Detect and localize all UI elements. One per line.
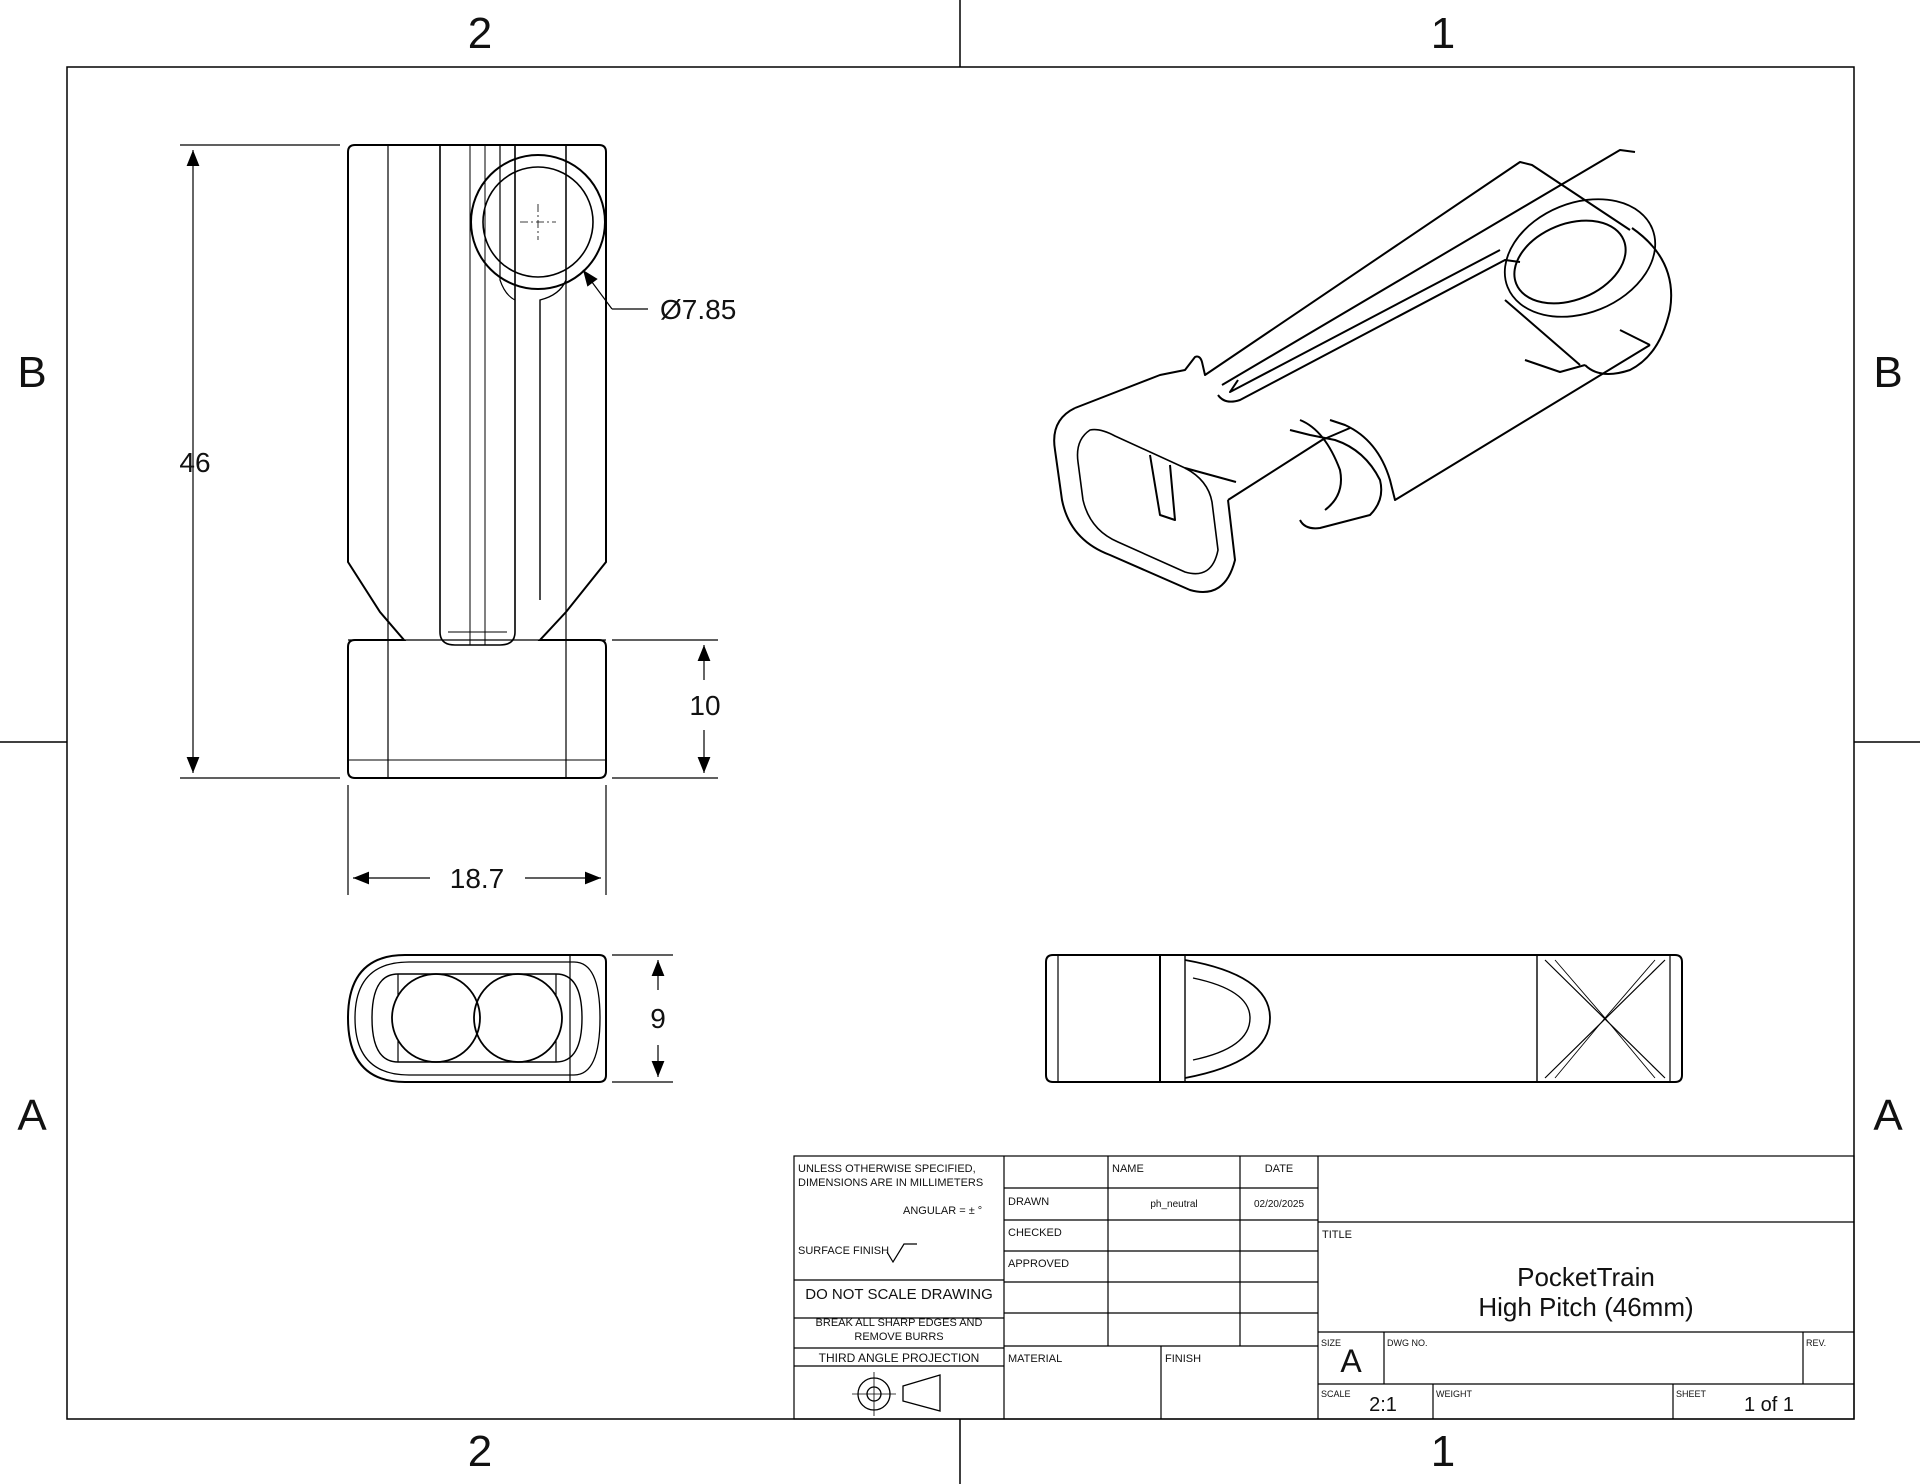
dimension-lower-height: 10 (689, 690, 720, 721)
angular-tolerance: ANGULAR = ± ° (903, 1205, 982, 1217)
zone-label-bottom-1: 1 (1431, 1427, 1455, 1476)
dimension-height: 46 (179, 447, 210, 478)
size-label: SIZE (1321, 1338, 1341, 1348)
zone-label-bottom-2: 2 (468, 1427, 492, 1476)
break-edges-note-line2: REMOVE BURRS (854, 1331, 943, 1343)
dimension-depth: 9 (650, 1003, 666, 1034)
side-view (1045, 954, 1683, 1083)
surface-finish-icon (886, 1243, 917, 1264)
end-view-dimensions (612, 954, 673, 1083)
end-view (346, 954, 607, 1083)
weight-label: WEIGHT (1436, 1389, 1472, 1399)
zone-label-left-a: A (17, 1091, 47, 1140)
material-label: MATERIAL (1008, 1353, 1062, 1365)
finish-label: FINISH (1165, 1353, 1201, 1365)
dimension-width: 18.7 (450, 863, 505, 894)
column-date-header: DATE (1265, 1163, 1294, 1175)
zone-label-left-b: B (17, 348, 46, 397)
break-edges-note-line1: BREAK ALL SHARP EDGES AND (816, 1317, 983, 1329)
zone-label-top-2: 2 (468, 9, 492, 58)
tolerance-note-line1: UNLESS OTHERWISE SPECIFIED, (798, 1163, 976, 1175)
drawn-date: 02/20/2025 (1254, 1199, 1304, 1210)
rev-label: REV. (1806, 1338, 1826, 1348)
row-checked-label: CHECKED (1008, 1227, 1062, 1239)
zone-label-right-a: A (1873, 1091, 1903, 1140)
title-block (793, 1155, 1855, 1420)
isometric-view (1053, 149, 1673, 593)
front-view-dimensions (180, 144, 718, 895)
front-view (347, 144, 607, 779)
row-drawn-label: DRAWN (1008, 1196, 1049, 1208)
drawing-title-line2: High Pitch (46mm) (1478, 1292, 1693, 1322)
sheet-value: 1 of 1 (1744, 1394, 1794, 1416)
row-approved-label: APPROVED (1008, 1258, 1069, 1270)
dimension-hole-diameter: Ø7.85 (660, 294, 736, 325)
surface-finish-label: SURFACE FINISH (798, 1245, 889, 1257)
drawing-title-line1: PocketTrain (1517, 1262, 1655, 1292)
scale-value: 2:1 (1369, 1394, 1397, 1416)
do-not-scale-note: DO NOT SCALE DRAWING (805, 1286, 993, 1303)
size-value: A (1340, 1343, 1362, 1379)
third-angle-projection-icon (852, 1372, 941, 1416)
drawn-by-name: ph_neutral (1150, 1199, 1197, 1210)
sheet-label: SHEET (1676, 1389, 1707, 1399)
column-name-header: NAME (1112, 1163, 1144, 1175)
scale-label: SCALE (1321, 1389, 1351, 1399)
dwg-no-label: DWG NO. (1387, 1338, 1428, 1348)
projection-label: THIRD ANGLE PROJECTION (819, 1351, 980, 1365)
zone-label-right-b: B (1873, 348, 1902, 397)
zone-label-top-1: 1 (1431, 9, 1455, 58)
title-label: TITLE (1322, 1229, 1352, 1241)
tolerance-note-line2: DIMENSIONS ARE IN MILLIMETERS (798, 1177, 983, 1189)
